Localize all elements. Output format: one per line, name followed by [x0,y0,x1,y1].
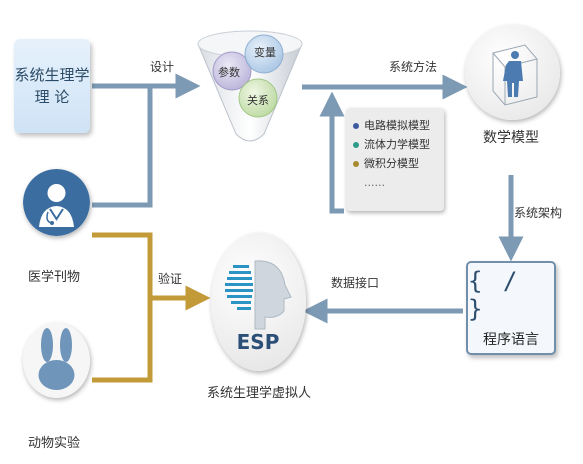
theory-title: 系统生理学 [14,66,90,84]
esp-logo-circle: ESP [211,233,306,371]
design-arrow [92,73,201,208]
esp-logo-text: ESP [237,330,280,354]
esp-label: 系统生理学虚拟人 [207,386,312,401]
list-item-text: 电路模拟模型 [364,119,430,132]
validation-label: 验证 [158,272,183,286]
data-interface-label: 数据接口 [331,276,380,290]
list-item: 电路模拟模型 [353,116,444,135]
list-item: 微积分模型 [353,154,444,173]
funnel-venn-icon [197,30,303,142]
medical-journals-icon [23,169,90,236]
math-model-label: 数学模型 [483,130,539,146]
medical-journals-label: 医学刊物 [28,270,81,285]
bullet-icon [353,141,359,148]
animal-experiment-icon [23,323,90,398]
list-item: 流体力学模型 [353,135,444,154]
system-method-label: 系统方法 [389,60,438,74]
doctor-icon [23,169,90,236]
list-item-text: 微积分模型 [364,157,419,170]
theory-subtitle: 理 论 [34,88,70,106]
program-language-box: { / } 程序语言 [466,261,556,355]
design-label: 设计 [150,60,175,74]
physiology-theory-box: 系统生理学 理 论 [14,39,90,133]
esp-head-logo: ESP [225,260,292,354]
bullet-icon [353,160,359,167]
list-item-text: 流体力学模型 [364,138,430,151]
list-ellipsis: ...... [364,176,385,189]
bullet-icon [353,122,359,129]
system-architecture-label: 系统架构 [514,206,563,220]
model-list-arrow [319,91,345,214]
funnel-parameters-label: 参数 [218,66,240,79]
code-braces-icon: { / } [468,267,521,323]
model-type-list: 电路模拟模型 流体力学模型 微积分模型 ...... [346,108,444,211]
animal-experiment-label: 动物实验 [28,436,81,451]
body-cube-icon [492,44,538,106]
funnel-relations-label: 关系 [247,94,269,107]
rabbit-icon [23,323,90,398]
math-model-icon [465,25,560,120]
validation-arrow [92,232,211,383]
program-language-label: 程序语言 [483,332,539,348]
funnel-variables-label: 变量 [254,46,276,59]
